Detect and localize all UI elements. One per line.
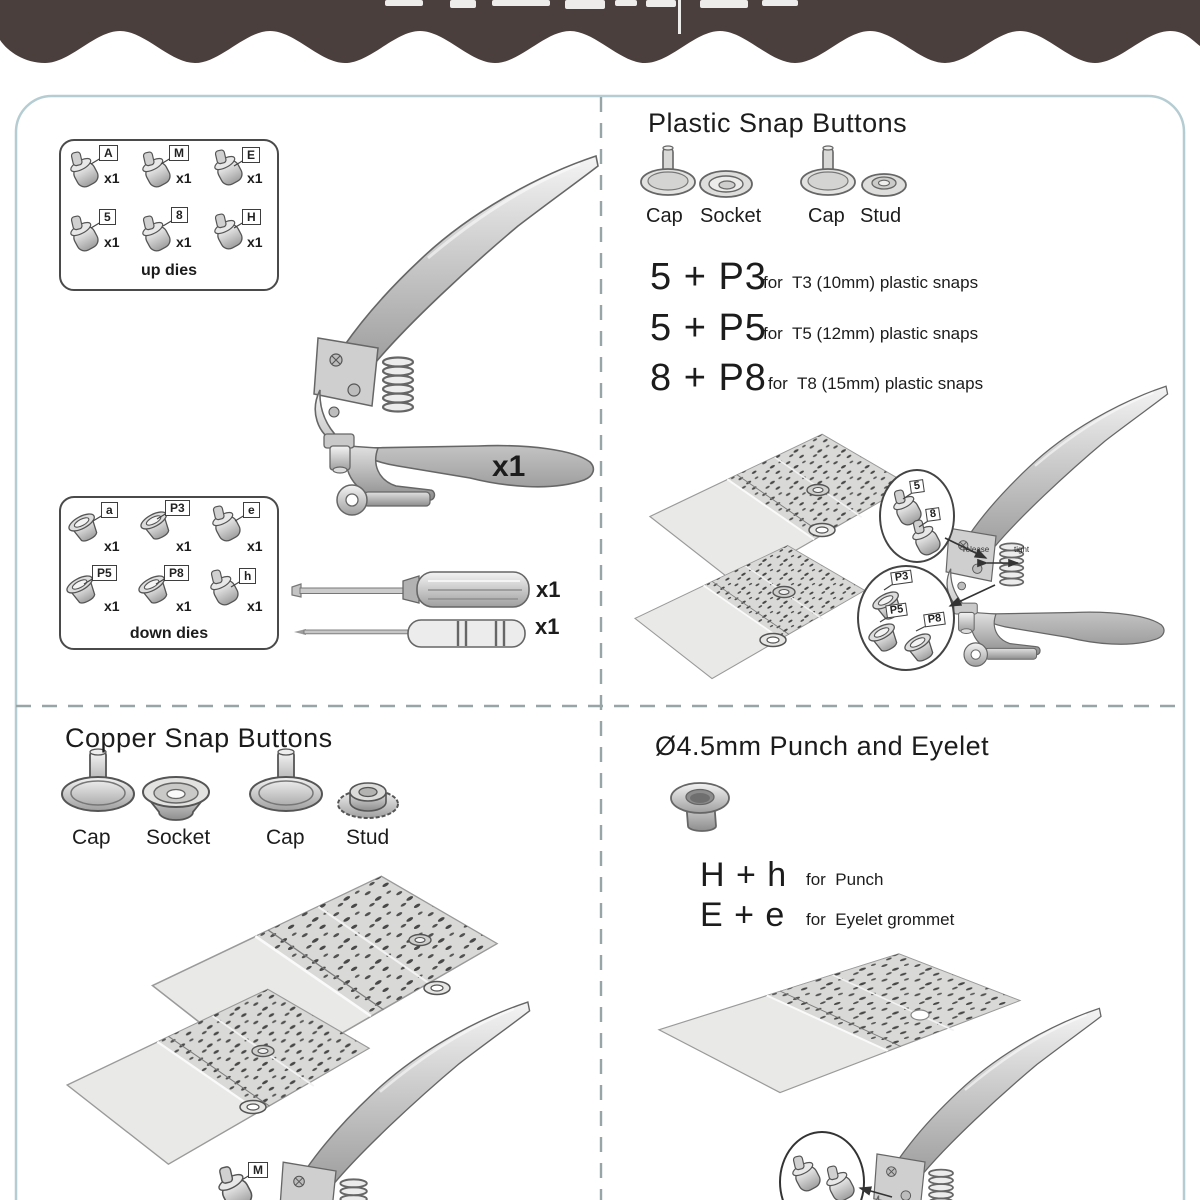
combo-formula: 5 + P3 — [650, 256, 767, 298]
part-label-cap: Cap — [646, 205, 683, 227]
die-tag: P5 — [92, 565, 117, 581]
combo-formula: H + h — [700, 856, 788, 894]
fabric-swatch-illustration — [634, 544, 866, 680]
banner-wave — [0, 0, 1200, 63]
die-qty: x1 — [247, 538, 263, 554]
die-qty: x1 — [247, 234, 263, 250]
die-qty: x1 — [247, 598, 263, 614]
die-qty: x1 — [247, 170, 263, 186]
fabric-swatch-illustration — [657, 952, 1022, 1094]
copper-socket-icon — [142, 776, 210, 821]
tight-label: tight — [1014, 545, 1030, 554]
plastic-section-title: Plastic Snap Buttons — [648, 108, 908, 138]
combo-desc: for T8 (15mm) plastic snaps — [768, 374, 984, 393]
screwdriver-qty: x1 — [536, 577, 561, 602]
plastic-socket-icon — [699, 170, 753, 198]
die-tag: h — [239, 568, 257, 584]
die-tag: P8 — [164, 565, 189, 581]
plastic-stud-icon — [861, 173, 907, 197]
die-tag: 8 — [925, 507, 941, 522]
loose-socket — [808, 522, 836, 538]
die-tag: 5 — [99, 209, 116, 225]
combo-formula: E + e — [700, 896, 786, 934]
plastic-cap-icon — [640, 145, 696, 196]
die-qty: x1 — [104, 538, 120, 554]
installed-snap — [408, 933, 432, 947]
combo-formula: 5 + P5 — [650, 307, 767, 349]
installed-snap — [772, 585, 796, 599]
die-tag: P3 — [165, 500, 190, 516]
die-tag: E — [242, 147, 261, 163]
punch-section-title: Ø4.5mm Punch and Eyelet — [655, 731, 990, 761]
die-tag: M — [248, 1162, 268, 1178]
die-tag: e — [243, 502, 260, 518]
die-qty: x1 — [104, 170, 120, 186]
die-tag: H — [242, 209, 261, 225]
awl-qty: x1 — [535, 614, 560, 639]
combo-desc: for Punch — [806, 870, 884, 889]
snap-press-illustration — [312, 154, 600, 517]
page-border — [14, 94, 1186, 1200]
loose-socket — [239, 1099, 267, 1115]
combo-formula: 8 + P8 — [650, 357, 767, 399]
down-dies-caption: down dies — [129, 625, 209, 642]
installed-snap — [806, 483, 830, 497]
die-tag: 5 — [909, 479, 925, 494]
screwdriver-illustration — [291, 571, 530, 608]
plastic-cap-icon — [800, 145, 856, 196]
part-label-cap: Cap — [72, 826, 111, 849]
release-label: release — [963, 545, 990, 554]
die-tag: a — [101, 502, 118, 518]
combo-desc: for T5 (12mm) plastic snaps — [763, 324, 979, 343]
die-qty: x1 — [176, 170, 192, 186]
press-qty: x1 — [492, 450, 526, 483]
die-tag: M — [169, 145, 189, 161]
part-label-stud: Stud — [860, 205, 902, 227]
combo-desc: for T3 (10mm) plastic snaps — [763, 273, 979, 292]
copper-cap-icon — [61, 748, 135, 812]
copper-stud-icon — [337, 782, 399, 819]
part-label-cap: Cap — [266, 826, 305, 849]
copper-section-title: Copper Snap Buttons — [65, 723, 333, 753]
die-tag: A — [99, 145, 118, 161]
eyelet-icon — [670, 782, 730, 832]
awl-illustration — [294, 619, 526, 648]
snap-press-illustration — [944, 385, 1169, 668]
die-qty: x1 — [176, 234, 192, 250]
installed-snap — [251, 1044, 275, 1058]
up-dies-caption: up dies — [140, 262, 197, 279]
die-qty: x1 — [176, 538, 192, 554]
punched-hole — [910, 1009, 930, 1021]
loose-socket — [759, 632, 787, 648]
callout-arrow — [944, 537, 988, 559]
loose-socket — [423, 980, 451, 996]
part-label-socket: Socket — [146, 826, 211, 849]
part-label-stud: Stud — [346, 826, 390, 849]
die-qty: x1 — [176, 598, 192, 614]
callout-arrow — [858, 1186, 893, 1198]
die-qty: x1 — [104, 234, 120, 250]
die-tag: 8 — [171, 207, 188, 223]
copper-cap-icon — [249, 748, 323, 812]
combo-desc: for Eyelet grommet — [806, 910, 955, 929]
part-label-socket: Socket — [700, 205, 762, 227]
part-label-cap: Cap — [808, 205, 845, 227]
callout-arrow — [948, 584, 996, 607]
banner-text-fragments — [385, 0, 798, 34]
die-qty: x1 — [104, 598, 120, 614]
